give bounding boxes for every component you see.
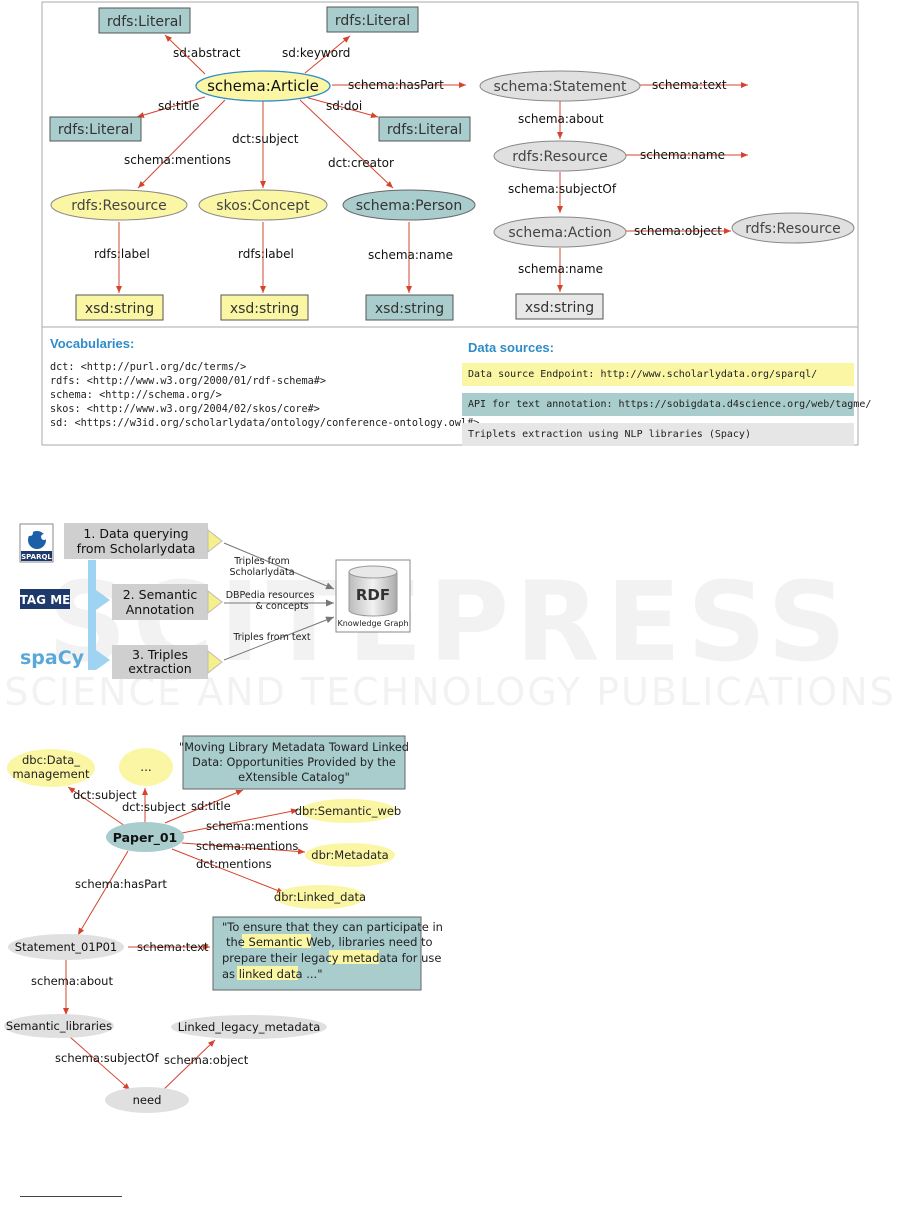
node-string-3: xsd:string xyxy=(365,294,454,321)
rdf-label: RDF xyxy=(356,586,390,604)
edge-label-subject: dct:subject xyxy=(232,132,299,146)
data-sources-title: Data sources: xyxy=(468,340,554,355)
edge-label-label-1: rdfs:label xyxy=(94,247,150,261)
svg-text:TAG ME: TAG ME xyxy=(20,593,71,607)
vocabularies-title: Vocabularies: xyxy=(50,336,135,351)
vocabularies-panel: Vocabularies: dct: <http://purl.org/dc/t… xyxy=(50,336,480,431)
svg-text:schema:Action: schema:Action xyxy=(508,225,611,241)
vocab-line: dct: <http://purl.org/dc/terms/> xyxy=(50,362,247,373)
node-literal-abstract: rdfs:Literal xyxy=(98,7,191,34)
svg-text:rdfs:Resource: rdfs:Resource xyxy=(512,149,608,165)
svg-text:xsd:string: xsd:string xyxy=(85,301,154,317)
figure-1-nodes: rdfs:Literal rdfs:Literal schema:Article… xyxy=(49,6,855,321)
edge-label-name-1: schema:name xyxy=(368,248,453,262)
svg-text:schema:Person: schema:Person xyxy=(356,198,462,214)
edge-label-abstract: sd:abstract xyxy=(173,46,241,60)
svg-text:from Scholarlydata: from Scholarlydata xyxy=(77,541,196,556)
figure-1-edge-labels: sd:abstract sd:keyword sd:title sd:doi s… xyxy=(94,46,727,276)
node-article: schema:Article xyxy=(195,70,331,102)
node-literal-doi: rdfs:Literal xyxy=(378,116,471,142)
svg-text:schema:Article: schema:Article xyxy=(207,77,319,95)
svg-text:xsd:string: xsd:string xyxy=(375,301,444,317)
source-spacy: Triplets extraction using NLP libraries … xyxy=(462,423,854,446)
figure-1-edges xyxy=(116,34,748,293)
svg-text:spaCy: spaCy xyxy=(20,647,85,669)
step-1-box: 1. Data querying from Scholarlydata xyxy=(64,523,223,559)
edge-label-label-2: rdfs:label xyxy=(238,247,294,261)
svg-text:schema:Statement: schema:Statement xyxy=(493,79,627,95)
edge-label-name-2: schema:name xyxy=(640,148,725,162)
source-endpoint: Data source Endpoint: http://www.scholar… xyxy=(462,363,854,386)
footnote-rule xyxy=(20,1196,122,1197)
edge-label-keyword: sd:keyword xyxy=(282,46,350,60)
svg-text:extraction: extraction xyxy=(128,661,191,676)
vocab-line: schema: <http://schema.org/> xyxy=(50,390,222,401)
vocab-line: rdfs: <http://www.w3.org/2000/01/rdf-sch… xyxy=(50,376,327,387)
data-sources-panel: Data sources: Data source Endpoint: http… xyxy=(462,336,871,453)
figure-2-pipeline: SPARQL TAG ME spaCy 1. Data querying fro… xyxy=(19,523,411,679)
step-2-box: 2. Semantic Annotation xyxy=(112,584,223,620)
svg-text:rdfs:Literal: rdfs:Literal xyxy=(387,122,462,138)
pipeline-bar xyxy=(88,560,96,670)
node-literal-keyword: rdfs:Literal xyxy=(326,6,419,33)
label-dbpedia-1: DBPedia resources xyxy=(226,590,315,601)
svg-text:skos:Concept: skos:Concept xyxy=(216,198,310,214)
edge-label-mentions: schema:mentions xyxy=(124,153,231,167)
edge-label-name-3: schema:name xyxy=(518,262,603,276)
svg-text:rdfs:Literal: rdfs:Literal xyxy=(58,122,133,138)
svg-text:rdfs:Resource: rdfs:Resource xyxy=(745,221,841,237)
node-resource: rdfs:Resource xyxy=(50,189,188,221)
edge-label-haspart: schema:hasPart xyxy=(348,78,444,92)
pipeline-arrow-2 xyxy=(96,590,110,610)
label-dbpedia-2: & concepts xyxy=(255,601,308,612)
pipeline-labels: Triples from Scholarlydata DBPedia resou… xyxy=(226,556,315,643)
source-tagme-api: API for text annotation: https://sobigda… xyxy=(462,393,871,416)
node-concept: skos:Concept xyxy=(198,189,328,221)
vocab-line: sd: <https://w3id.org/scholarlydata/onto… xyxy=(50,418,480,429)
label-triples-scholarlydata-1: Triples from xyxy=(233,556,290,567)
svg-text:xsd:string: xsd:string xyxy=(230,301,299,317)
node-string-1: xsd:string xyxy=(75,294,164,321)
node-action: schema:Action xyxy=(493,216,627,248)
step-3-box: 3. Triples extraction xyxy=(112,645,223,679)
edge-label-subjectof: schema:subjectOf xyxy=(508,182,617,196)
svg-text:2. Semantic: 2. Semantic xyxy=(123,587,198,602)
node-person: schema:Person xyxy=(342,189,476,221)
node-literal-title: rdfs:Literal xyxy=(49,116,142,142)
node-statement: schema:Statement xyxy=(479,70,641,102)
knowledge-graph-label: Knowledge Graph xyxy=(337,619,408,628)
figure-1-frame xyxy=(41,1,859,446)
figure-1-schema-diagram: sd:abstract sd:keyword sd:title sd:doi s… xyxy=(41,1,859,446)
svg-text:1. Data querying: 1. Data querying xyxy=(83,526,188,541)
node-string-2: xsd:string xyxy=(220,294,309,321)
tagme-logo: TAG ME xyxy=(20,589,71,609)
edge-label-text: schema:text xyxy=(652,78,727,92)
svg-text:Annotation: Annotation xyxy=(126,602,195,617)
node-resource-3: rdfs:Resource xyxy=(731,212,855,244)
spacy-logo: spaCy xyxy=(20,647,85,669)
svg-text:rdfs:Literal: rdfs:Literal xyxy=(335,13,410,29)
label-triples-text: Triples from text xyxy=(232,632,311,643)
vocab-line: skos: <http://www.w3.org/2004/02/skos/co… xyxy=(50,404,320,415)
pipeline-connectors xyxy=(223,542,335,661)
svg-text:rdfs:Resource: rdfs:Resource xyxy=(71,198,167,214)
edge-label-doi: sd:doi xyxy=(326,99,362,113)
edge-label-creator: dct:creator xyxy=(328,156,394,170)
edge-label-object: schema:object xyxy=(634,224,722,238)
label-triples-scholarlydata-2: Scholarlydata xyxy=(229,567,294,578)
pipeline-arrow-3 xyxy=(96,650,110,670)
knowledge-graph-box: RDF Knowledge Graph xyxy=(335,559,411,633)
svg-text:SPARQL: SPARQL xyxy=(21,553,52,561)
node-resource-2: rdfs:Resource xyxy=(493,140,627,172)
svg-text:xsd:string: xsd:string xyxy=(525,300,594,316)
edge-label-about: schema:about xyxy=(518,112,604,126)
node-string-4: xsd:string xyxy=(515,293,604,320)
edge-label-title: sd:title xyxy=(158,99,199,113)
svg-text:rdfs:Literal: rdfs:Literal xyxy=(107,14,182,30)
sparql-logo: SPARQL xyxy=(19,523,54,563)
svg-text:3. Triples: 3. Triples xyxy=(132,647,188,662)
